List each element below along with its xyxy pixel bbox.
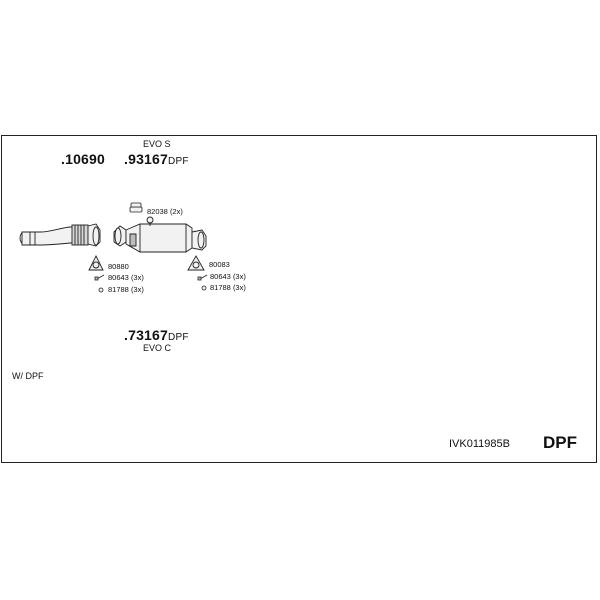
part-label-80880: 80880 [108,262,129,271]
part-label-81788-right: 81788 (3x) [210,283,246,292]
exhaust-pipe-icon [19,223,101,247]
category-badge: DPF [543,433,577,452]
bolt-icon [94,274,105,281]
part-suffix: DPF [168,156,189,167]
part-number-10690: .10690 [61,151,106,167]
note-with-dpf: W/ DPF [12,371,44,381]
part-number-93167: .93167DPF [124,151,189,167]
part-label-80643-left: 80643 (3x) [108,273,144,282]
part-label-82038: 82038 (2x) [147,207,183,216]
variant-label-evo-c: EVO C [143,343,172,353]
gasket-icon [187,255,205,271]
gasket-icon [88,254,104,271]
washer-icon [201,285,207,291]
kit-code: IVK011985B [449,438,510,450]
bolt-icon [197,274,208,281]
clamp-icon [129,202,143,213]
variant-label-evo-s: EVO S [143,139,171,149]
part-label-81788-left: 81788 (3x) [108,285,144,294]
washer-icon [98,287,104,293]
part-number-73167: .73167DPF [124,327,189,343]
diagram-frame [1,135,597,463]
part-label-80083: 80083 [209,260,230,269]
dpf-filter-icon [113,216,207,253]
part-label-80643-right: 80643 (3x) [210,272,246,281]
part-suffix: DPF [168,332,189,343]
